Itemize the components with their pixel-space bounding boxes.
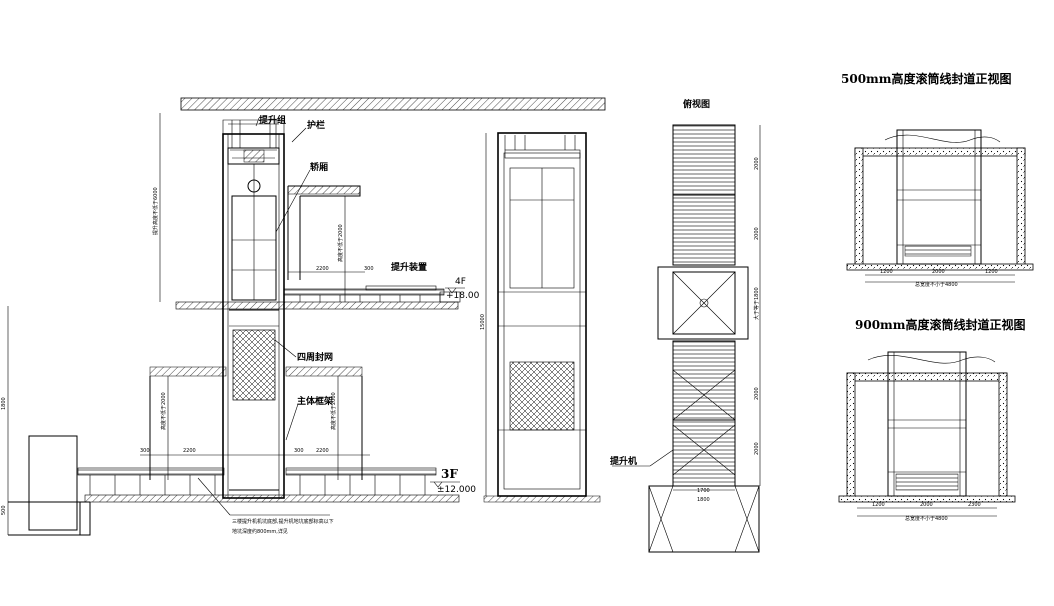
level-4f-elev: +18.00 [446, 291, 480, 301]
label-cage: 轿厢 [310, 161, 328, 173]
left-elevation: 1800 500 提升高度不低于6000 高度不低于2000 [1, 97, 606, 536]
floor4-slab [175, 301, 459, 310]
svg-text:总宽度不小于4800: 总宽度不小于4800 [915, 281, 958, 288]
dim-fv500-1200: 1200 [880, 269, 893, 275]
label-main-frame: 主体框架 [297, 395, 333, 407]
side-elevation: 15000 [480, 132, 601, 503]
svg-text:500: 500 [1, 505, 7, 515]
side-mesh [509, 361, 575, 431]
dim-fv900-2300: 2300 [968, 502, 981, 508]
svg-text:2000: 2000 [754, 157, 760, 170]
front-view-500: 500mm高度滚筒线封道正视图 1200 2000 1200 总宽度不小于480… [841, 71, 1034, 288]
svg-text:提升高度不低于6000: 提升高度不低于6000 [152, 187, 159, 235]
svg-text:2000: 2000 [754, 442, 760, 455]
top-view: 俯视图 1700 1800 2000 2000 大于等于1800 2000 20… [610, 98, 761, 553]
label-guardrail: 护栏 [307, 119, 325, 131]
top-pit [648, 485, 760, 553]
fv500-frame [896, 129, 982, 265]
dim-lower-2200a: 2200 [183, 448, 196, 454]
mesh-panel [232, 329, 276, 401]
dim-lower-300b: 300 [294, 448, 304, 454]
note-line1: 三楼提升机机坑底部,提升机地坑底部标高以下 [232, 518, 334, 525]
top-conveyor-lower [672, 340, 736, 487]
note-line2: 地坑深度约800mm,详见 [232, 528, 288, 535]
front-view-900: 900mm高度滚筒线封道正视图 1200 2000 2300 总宽度不小于480… [838, 317, 1025, 522]
roof-slab [180, 97, 606, 111]
label-lift-device: 提升装置 [391, 261, 427, 273]
title-front-view-900: 900mm高度滚筒线封道正视图 [855, 317, 1025, 332]
level-3f-elev: ±12.000 [437, 485, 476, 495]
svg-text:2000: 2000 [754, 387, 760, 400]
svg-text:高度不低于2000: 高度不低于2000 [160, 392, 167, 430]
dim-fv500-1200b: 1200 [985, 269, 998, 275]
level-3f-name: 3F [441, 467, 458, 481]
top-lift-platform [657, 266, 749, 340]
title-front-view-500: 500mm高度滚筒线封道正视图 [841, 71, 1011, 86]
dim-lower-300a: 300 [140, 448, 150, 454]
fv900-frame [887, 351, 967, 497]
lower-conveyor-left [77, 467, 225, 476]
dim-top-1800: 1800 [697, 497, 710, 503]
svg-text:1800: 1800 [1, 397, 7, 410]
tower-frame [222, 133, 285, 499]
svg-text:高度不低于2000: 高度不低于2000 [330, 392, 337, 430]
label-lift-group: 提升组 [259, 114, 286, 126]
dim-upper-300: 300 [364, 266, 374, 272]
level-4f-name: 4F [455, 277, 466, 287]
dim-lower-2200b: 2200 [316, 448, 329, 454]
label-perimeter-mesh: 四周封网 [297, 351, 333, 363]
svg-text:15000: 15000 [480, 314, 486, 330]
svg-text:2000: 2000 [754, 227, 760, 240]
dim-top-1700: 1700 [697, 488, 710, 494]
svg-text:大于等于1800: 大于等于1800 [753, 287, 760, 320]
dim-fv900-2000: 2000 [920, 502, 933, 508]
dim-upper-2200: 2200 [316, 266, 329, 272]
svg-text:高度不低于2000: 高度不低于2000 [337, 224, 344, 262]
dim-fv500-2000: 2000 [932, 269, 945, 275]
equipment-box [28, 435, 78, 531]
label-top-view: 俯视图 [683, 98, 710, 110]
dim-fv900-1200: 1200 [872, 502, 885, 508]
svg-text:总宽度不小于4800: 总宽度不小于4800 [905, 515, 948, 522]
lower-conveyor-right [285, 467, 437, 476]
label-hoist: 提升机 [610, 455, 637, 467]
